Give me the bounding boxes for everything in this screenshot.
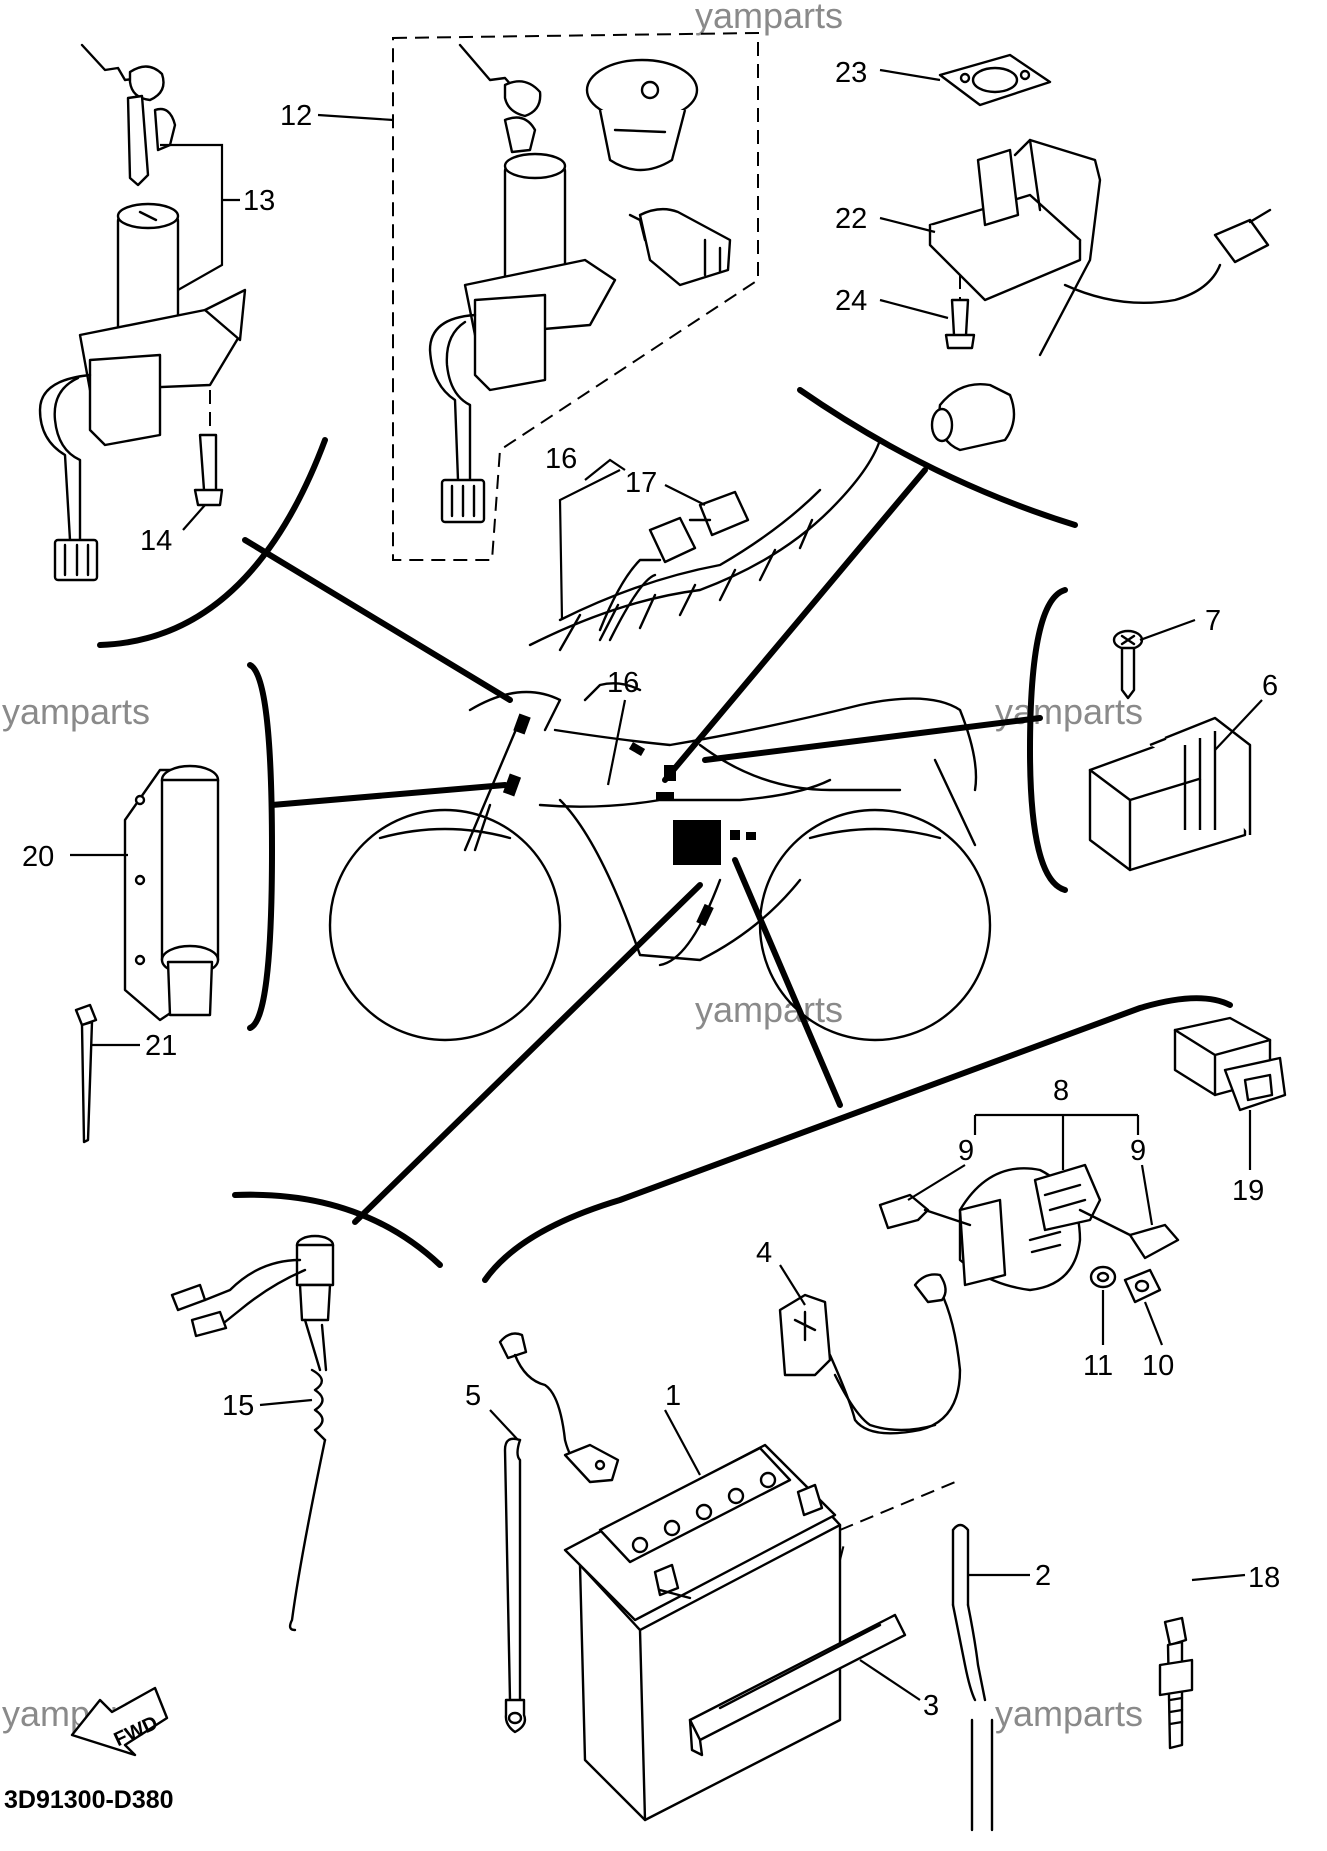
callout-5: 5 xyxy=(465,1380,481,1412)
leader-line xyxy=(1214,699,1263,751)
callout-21: 21 xyxy=(145,1030,177,1062)
breather-hose xyxy=(839,1479,994,1832)
cable-tie xyxy=(74,1003,98,1144)
callout-14: 14 xyxy=(140,525,172,557)
rectifier-regulator xyxy=(1088,629,1252,872)
battery xyxy=(563,1443,842,1822)
bracket-neutral-switch xyxy=(232,1191,443,1268)
fuel-sender-assembly xyxy=(928,53,1272,452)
callout-17: 17 xyxy=(625,467,657,499)
ignition-coil xyxy=(123,764,220,1022)
leader-line xyxy=(1139,618,1196,642)
callout-11: 11 xyxy=(1083,1350,1113,1382)
leader-line xyxy=(1140,1164,1154,1226)
leader-line xyxy=(1143,1301,1164,1346)
callout-6: 6 xyxy=(1262,670,1278,702)
watermark: yamparts xyxy=(695,989,843,1030)
callout-9-left: 9 xyxy=(958,1135,974,1167)
leader-line xyxy=(907,1164,966,1201)
leader-line xyxy=(732,857,843,1108)
leader-line xyxy=(606,699,627,786)
leader-line xyxy=(664,1409,701,1476)
watermark: yamparts xyxy=(2,691,150,732)
leader-line xyxy=(779,1264,806,1306)
bracket-key-set xyxy=(97,437,328,648)
leader-line xyxy=(879,68,941,82)
leader-line xyxy=(859,1659,921,1701)
leader-line xyxy=(182,504,206,531)
callout-22: 22 xyxy=(835,203,867,235)
callout-4: 4 xyxy=(756,1237,772,1269)
motorcycle-silhouette xyxy=(328,682,992,1042)
leader-line xyxy=(664,484,706,506)
callout-20: 20 xyxy=(22,841,54,873)
leader-line xyxy=(702,715,1043,763)
relay-unit xyxy=(1173,1016,1287,1112)
callout-1: 1 xyxy=(665,1380,681,1412)
callout-9-right: 9 xyxy=(1130,1135,1146,1167)
leader-line xyxy=(269,782,508,808)
callout-23: 23 xyxy=(835,57,867,89)
callout-13: 13 xyxy=(243,185,275,217)
callout-10: 10 xyxy=(1142,1350,1174,1382)
fwd-arrow-icon xyxy=(70,1686,169,1757)
watermark: yamparts xyxy=(995,1693,1143,1734)
battery-cable-positive xyxy=(778,1273,962,1435)
leader-line xyxy=(879,216,936,234)
key-set-box xyxy=(392,31,759,561)
cable-tie-18 xyxy=(1158,1616,1194,1750)
callout-16-harness: 16 xyxy=(545,443,577,475)
callout-18: 18 xyxy=(1248,1562,1280,1594)
bracket-battery-group xyxy=(482,995,1233,1283)
callout-8: 8 xyxy=(1053,1075,1069,1107)
callout-19: 19 xyxy=(1232,1175,1264,1207)
leader-line xyxy=(489,1409,519,1441)
leader-line xyxy=(242,537,513,703)
callout-3: 3 xyxy=(923,1690,939,1722)
battery-band xyxy=(688,1613,907,1757)
leader-line xyxy=(1191,1573,1246,1582)
callout-7: 7 xyxy=(1205,605,1221,637)
leader-line xyxy=(584,458,626,481)
leader-line xyxy=(317,113,394,122)
bracket-rectifier xyxy=(1026,587,1068,893)
leader-line xyxy=(558,469,621,621)
battery-cable-negative xyxy=(498,1332,620,1734)
callout-16-bike: 16 xyxy=(607,667,639,699)
watermark: yamparts xyxy=(695,0,843,36)
callout-2: 2 xyxy=(1035,1560,1051,1592)
brake-light-switch xyxy=(170,1234,335,1632)
watermark: yamparts xyxy=(995,691,1143,732)
wire-harness-detail xyxy=(528,438,882,652)
leader-line xyxy=(662,467,928,783)
main-switch-assembly xyxy=(38,43,247,582)
leader-line xyxy=(352,882,703,1225)
starter-relay-assembly xyxy=(878,1163,1180,1304)
leader-line xyxy=(160,143,224,291)
key-set-parts xyxy=(428,43,732,524)
callout-15: 15 xyxy=(222,1390,254,1422)
diagram-code: 3D91300-D380 xyxy=(4,1786,174,1814)
bracket-fuel-sender xyxy=(797,387,1078,528)
leader-line xyxy=(259,1398,313,1407)
callout-24: 24 xyxy=(835,285,867,317)
bracket-ignition-coil xyxy=(247,662,276,1031)
leader-line xyxy=(879,298,949,320)
callout-12: 12 xyxy=(280,100,312,132)
